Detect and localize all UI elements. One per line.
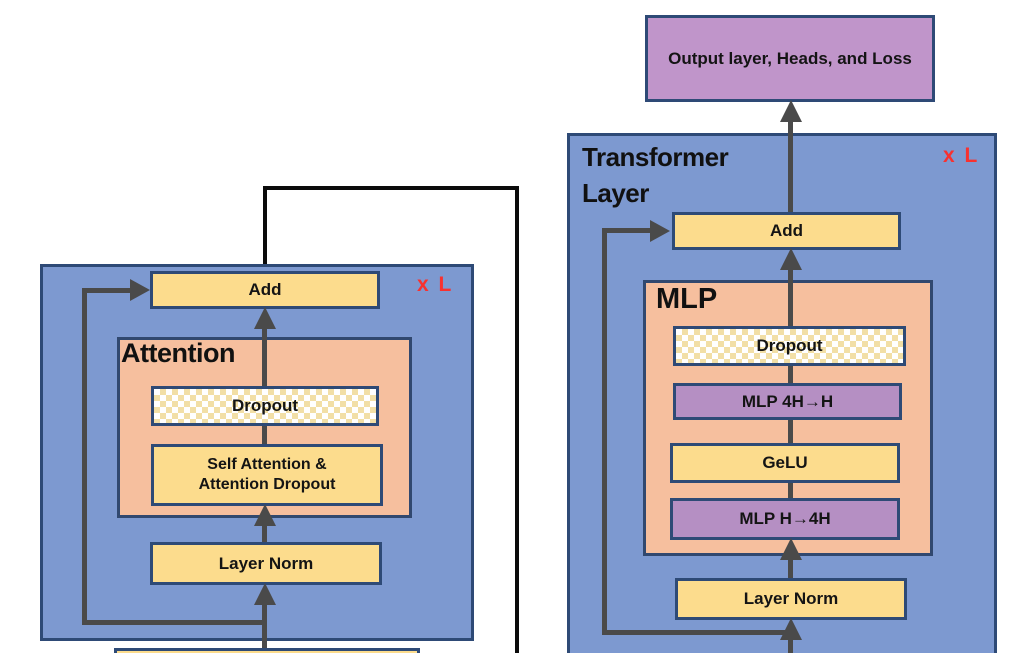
transformer-repeat-label: x L (943, 144, 980, 167)
attention-dropout-label: Dropout (231, 396, 299, 416)
right-input-line (788, 632, 793, 653)
mlp-dropout-box: Dropout (673, 326, 906, 366)
mlp-4h-to-h-label: MLP 4H→H (741, 391, 834, 411)
arrow-into-attention-layer-norm-icon (254, 583, 276, 605)
left-add-output-line (263, 186, 267, 272)
mlp-panel-title: MLP (656, 283, 718, 315)
arrow-into-transformer-layer-norm-icon (780, 618, 802, 640)
transformer-layer-norm-label: Layer Norm (743, 589, 839, 609)
arrow-into-self-attention-icon (254, 504, 276, 526)
arrow-into-mlp-h-to-4h-icon (780, 538, 802, 560)
attention-add-label: Add (248, 280, 282, 300)
left-input-line (262, 598, 267, 653)
right-mlp4hh-to-dropout-line (788, 364, 793, 385)
output-layer-label: Output layer, Heads, and Loss (668, 48, 912, 68)
attention-layer-norm-box: Layer Norm (150, 542, 382, 585)
attention-panel-title: Attention (121, 338, 235, 368)
right-gelu-to-mlp4hh-line (788, 418, 793, 445)
right-layernorm-to-mlph4h-line (788, 552, 793, 580)
attention-layer-norm-label: Layer Norm (218, 553, 314, 573)
routing-line-vertical (515, 186, 519, 653)
left-selfattn-to-dropout-line (262, 424, 267, 446)
arrow-into-output-layer-icon (780, 100, 802, 122)
self-attention-label: Self Attention & Attention Dropout (198, 456, 336, 493)
attention-add-box: Add (150, 271, 380, 309)
routing-line-horizontal (263, 186, 519, 190)
self-attention-box: Self Attention & Attention Dropout (151, 444, 383, 506)
mlp-h-to-4h-label: MLP H→4H (739, 509, 831, 529)
left-skip-connection-vertical (82, 288, 87, 625)
right-dropout-to-add-line (788, 264, 793, 328)
gelu-label: GeLU (762, 453, 808, 473)
mlp-4h-to-h-box: MLP 4H→H (673, 383, 902, 420)
attention-input-box-cutoff (114, 648, 420, 653)
right-mlph4h-to-gelu-line (788, 481, 793, 500)
skip-arrow-into-attention-add-icon (130, 279, 150, 301)
transformer-layer-norm-box: Layer Norm (675, 578, 907, 620)
left-skip-connection-bottom (82, 620, 267, 625)
mlp-h-to-4h-box: MLP H→4H (670, 498, 900, 540)
left-layernorm-to-selfattn-line (262, 520, 267, 544)
right-skip-connection-top (602, 228, 652, 233)
right-skip-connection-vertical (602, 228, 607, 635)
right-skip-connection-bottom (602, 630, 792, 635)
arrow-into-transformer-add-icon (780, 248, 802, 270)
left-dropout-to-add-line (262, 322, 267, 386)
arrow-into-attention-add-icon (254, 307, 276, 329)
transformer-add-label: Add (769, 221, 804, 241)
output-layer-box: Output layer, Heads, and Loss (645, 15, 935, 102)
right-add-to-output-line (788, 116, 793, 214)
attention-dropout-box: Dropout (151, 386, 379, 426)
mlp-dropout-label: Dropout (756, 336, 823, 356)
left-skip-connection-top (82, 288, 134, 293)
transformer-add-box: Add (672, 212, 901, 250)
transformer-panel-title: Transformer Layer (582, 142, 729, 209)
skip-arrow-into-transformer-add-icon (650, 220, 670, 242)
attention-repeat-label: x L (417, 273, 454, 296)
gelu-box: GeLU (670, 443, 900, 483)
